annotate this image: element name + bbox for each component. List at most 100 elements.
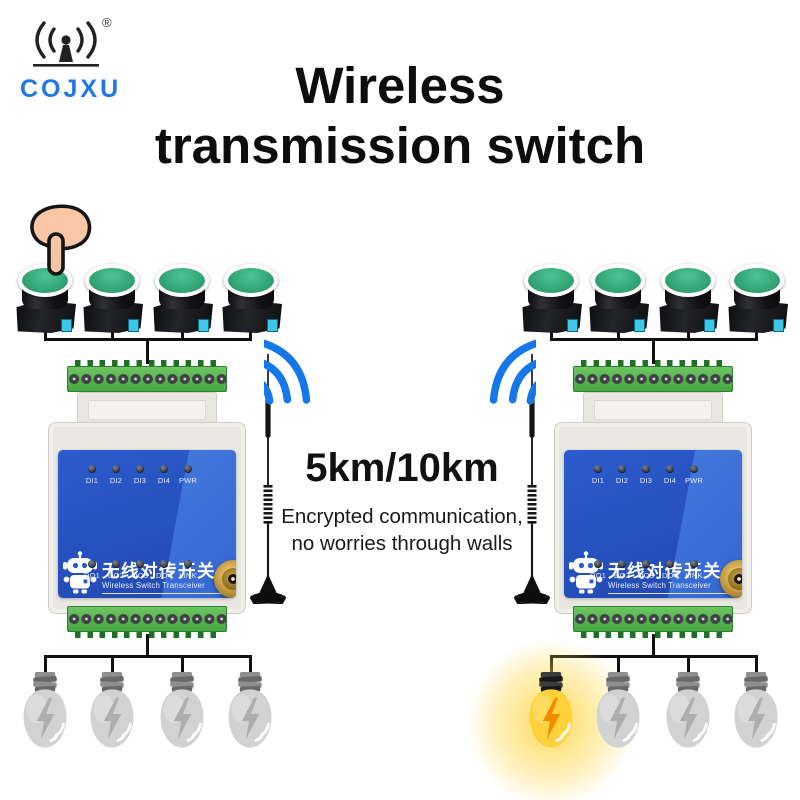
led-indicator-do2: DO2 (610, 560, 634, 580)
led-indicator-do2: DO2 (104, 560, 128, 580)
led-dot (88, 465, 96, 473)
wire (249, 655, 252, 674)
led-indicator-di4: DI4 (152, 465, 176, 485)
led-indicator-do1: DO1 (586, 560, 610, 580)
led-label: PWR (684, 476, 704, 485)
led-dot (642, 465, 650, 473)
led-indicator-do1: DO1 (80, 560, 104, 580)
led-label: LINK (685, 571, 703, 580)
device-name-en: Wireless Switch Transceiver (102, 581, 224, 594)
terminal-block-top (67, 360, 227, 392)
led-dot (112, 560, 120, 568)
led-dot (666, 560, 674, 568)
led-dot (594, 465, 602, 473)
center-info: 5km/10km Encrypted communication, no wor… (272, 446, 532, 557)
led-label: PWR (178, 476, 198, 485)
wire (652, 634, 655, 658)
led-indicator-link: LINK (176, 560, 200, 580)
led-label: DI1 (591, 476, 605, 485)
wifi-signal-icon (466, 332, 536, 428)
page-title: Wireless transmission switch (0, 56, 800, 176)
wire (181, 655, 184, 674)
pressing-hand-icon (18, 204, 102, 285)
led-dot (618, 560, 626, 568)
push-button-4 (219, 262, 283, 334)
light-bulb-1 (14, 670, 76, 762)
led-label: LINK (179, 571, 197, 580)
brand-name: COJXU (20, 75, 122, 103)
wire (146, 338, 149, 364)
wire (44, 655, 252, 658)
led-label: DO1 (589, 571, 607, 580)
led-dot (594, 560, 602, 568)
led-indicator-link: LINK (682, 560, 706, 580)
wire (146, 634, 149, 658)
light-bulb-4 (725, 670, 787, 762)
led-dot (136, 465, 144, 473)
led-dot (184, 560, 192, 568)
led-indicator-di2: DI2 (610, 465, 634, 485)
led-label: DI2 (615, 476, 629, 485)
wire (687, 655, 690, 674)
brand-logo: ® COJXU (20, 14, 130, 104)
wire (44, 655, 47, 674)
wire (652, 338, 655, 364)
led-indicator-di1: DI1 (586, 465, 610, 485)
light-bulb-3 (657, 670, 719, 762)
tagline-line2: no worries through walls (291, 532, 513, 555)
light-bulb-4 (219, 670, 281, 762)
led-label: DO3 (131, 571, 149, 580)
led-indicator-do3: DO3 (128, 560, 152, 580)
led-label: DI3 (639, 476, 653, 485)
push-button-1 (13, 262, 77, 334)
title-line2: transmission switch (154, 117, 646, 174)
led-indicator-do4: DO4 (658, 560, 682, 580)
terminal-block-bottom (573, 606, 733, 638)
sma-antenna-connector (720, 560, 742, 598)
light-bulb-2 (81, 670, 143, 762)
led-dot (88, 560, 96, 568)
wire (755, 655, 758, 674)
led-indicator-di3: DI3 (128, 465, 152, 485)
led-dot (618, 465, 626, 473)
led-dot (642, 560, 650, 568)
light-bulb-2 (587, 670, 649, 762)
led-label: DO3 (637, 571, 655, 580)
push-button-3 (150, 262, 214, 334)
do-led-row: DO1 DO2 DO3 DO4 LINK (586, 560, 706, 580)
led-label: DI4 (663, 476, 677, 485)
led-dot (690, 560, 698, 568)
led-indicator-pwr: PWR (682, 465, 706, 485)
sma-antenna-connector (214, 560, 236, 598)
led-dot (136, 560, 144, 568)
tagline-line1: Encrypted communication, (281, 505, 523, 528)
led-dot (112, 465, 120, 473)
led-label: DO1 (83, 571, 101, 580)
led-label: DO4 (661, 571, 679, 580)
led-label: DO2 (107, 571, 125, 580)
push-button-3 (656, 262, 720, 334)
led-indicator-di4: DI4 (658, 465, 682, 485)
title-line1: Wireless (295, 57, 505, 114)
wire (550, 655, 758, 658)
device-name-en: Wireless Switch Transceiver (608, 581, 730, 594)
led-label: DI1 (85, 476, 99, 485)
led-label: DO2 (613, 571, 631, 580)
distance-label: 5km/10km (305, 446, 499, 490)
wire (111, 655, 114, 674)
push-button-1 (519, 262, 583, 334)
antenna-waves-icon: ® (33, 15, 112, 67)
led-label: DI3 (133, 476, 147, 485)
led-dot (184, 465, 192, 473)
push-button-4 (725, 262, 789, 334)
terminal-block-top (573, 360, 733, 392)
led-label: DI4 (157, 476, 171, 485)
